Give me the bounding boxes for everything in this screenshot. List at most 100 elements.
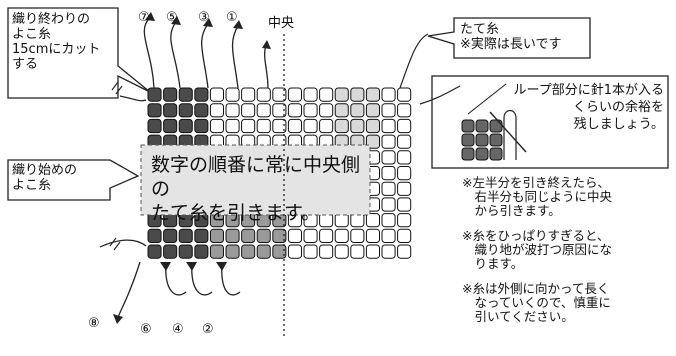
weave-cell: [163, 87, 178, 102]
weave-cell: [256, 244, 271, 259]
weave-cell: [365, 118, 380, 134]
weave-cell: [319, 213, 334, 228]
arrow-heads: [113, 12, 271, 324]
warp-loop-right: [263, 45, 269, 89]
order-number-4: ④: [172, 322, 184, 337]
needle-icon: [489, 111, 527, 153]
weave-cell: [397, 103, 412, 118]
weave-cell: [272, 103, 287, 118]
weave-cell: [365, 228, 380, 244]
weave-cell: [365, 213, 380, 228]
weave-cell: [334, 213, 349, 228]
top-right-callout: [427, 17, 591, 59]
weave-cell: [287, 118, 302, 134]
weave-cell: [178, 103, 193, 118]
weave-cell: [350, 244, 365, 259]
weave-cell: [194, 87, 209, 102]
weave-cell: [381, 244, 396, 259]
weave-cell: [241, 228, 256, 244]
weave-cell: [303, 118, 318, 134]
weave-cell: [287, 103, 302, 118]
notes-list: ※左半分を引き終えたら、 右半分も同じように中央 から引きます。 ※糸をひっぱり…: [462, 176, 667, 335]
order-number-2: ②: [202, 322, 214, 337]
woven-cells: [140, 87, 412, 259]
weave-cell: [350, 228, 365, 244]
weave-cell: [163, 228, 178, 244]
order-number-7: ⑦: [138, 10, 150, 25]
warp-loop-6: [165, 261, 187, 296]
weave-cell: [334, 103, 349, 118]
order-number-5: ⑤: [166, 10, 178, 25]
weave-cell: [350, 87, 365, 102]
center-label: 中央: [268, 16, 295, 31]
top-left-callout: [7, 7, 151, 99]
weave-cell: [256, 118, 271, 134]
weave-cell: [365, 87, 380, 102]
bottom-left-callout: [7, 159, 140, 201]
weave-cell: [256, 87, 271, 102]
warp-right-upper: [399, 33, 429, 89]
weave-cell: [178, 228, 193, 244]
weave-cell: [381, 150, 396, 165]
weave-cell: [319, 118, 334, 134]
weave-cell: [381, 197, 396, 212]
order-number-3: ③: [198, 10, 210, 25]
weave-cell: [241, 244, 256, 259]
weave-cell: [381, 213, 396, 228]
weave-cell: [163, 103, 178, 118]
warp-note: たて糸 ※実際は長いです: [460, 22, 562, 52]
weave-cell: [147, 228, 162, 244]
weave-cell: [334, 244, 349, 259]
weave-cell: [334, 228, 349, 244]
warp-loop-8: [117, 261, 141, 319]
weave-cell: [241, 103, 256, 118]
weave-cell: [397, 150, 412, 165]
weave-cell: [397, 166, 412, 181]
weave-cell: [287, 87, 302, 102]
weave-cell: [397, 228, 412, 244]
weave-cell: [319, 228, 334, 244]
weave-cell: [163, 244, 178, 259]
weave-cell: [209, 87, 224, 102]
weave-cell: [241, 87, 256, 102]
weave-cell: [225, 118, 240, 134]
loop-illustration: [461, 83, 527, 161]
weave-cell: [272, 228, 287, 244]
warp-right-lower: [419, 85, 461, 105]
weave-cell: [397, 197, 412, 212]
weave-cell: [365, 244, 380, 259]
weave-cell: [397, 181, 412, 196]
weave-cell: [225, 103, 240, 118]
weave-cell: [381, 228, 396, 244]
weave-cell: [241, 118, 256, 134]
start-weft-note: 織り始めの よこ糸: [12, 163, 78, 193]
weave-cell: [147, 118, 162, 134]
weave-cell: [163, 118, 178, 134]
weave-cell: [381, 134, 396, 149]
weave-cell: [194, 244, 209, 259]
weave-cell: [256, 228, 271, 244]
weave-cell: [303, 228, 318, 244]
instruction-banner-box: [140, 144, 371, 216]
weave-cell: [147, 87, 162, 102]
cut-mark-bottom: [109, 237, 121, 251]
end-weft-note: 織り終わりの よこ糸 15cmにカット する: [12, 12, 101, 72]
weave-cell: [303, 87, 318, 102]
weave-cell: [381, 103, 396, 118]
order-number-1: ①: [226, 10, 238, 25]
weave-cell: [303, 244, 318, 259]
weave-cell: [397, 134, 412, 149]
weave-cell: [381, 166, 396, 181]
weave-cell: [287, 244, 302, 259]
weave-cell: [350, 118, 365, 134]
weave-cell: [256, 103, 271, 118]
weave-cell: [272, 244, 287, 259]
weave-cell: [319, 87, 334, 102]
weave-cell: [397, 118, 412, 134]
weave-cell: [397, 244, 412, 259]
weave-cell: [147, 103, 162, 118]
order-number-8: ⑧: [88, 316, 100, 331]
weave-cell: [209, 244, 224, 259]
weave-cell: [272, 87, 287, 102]
